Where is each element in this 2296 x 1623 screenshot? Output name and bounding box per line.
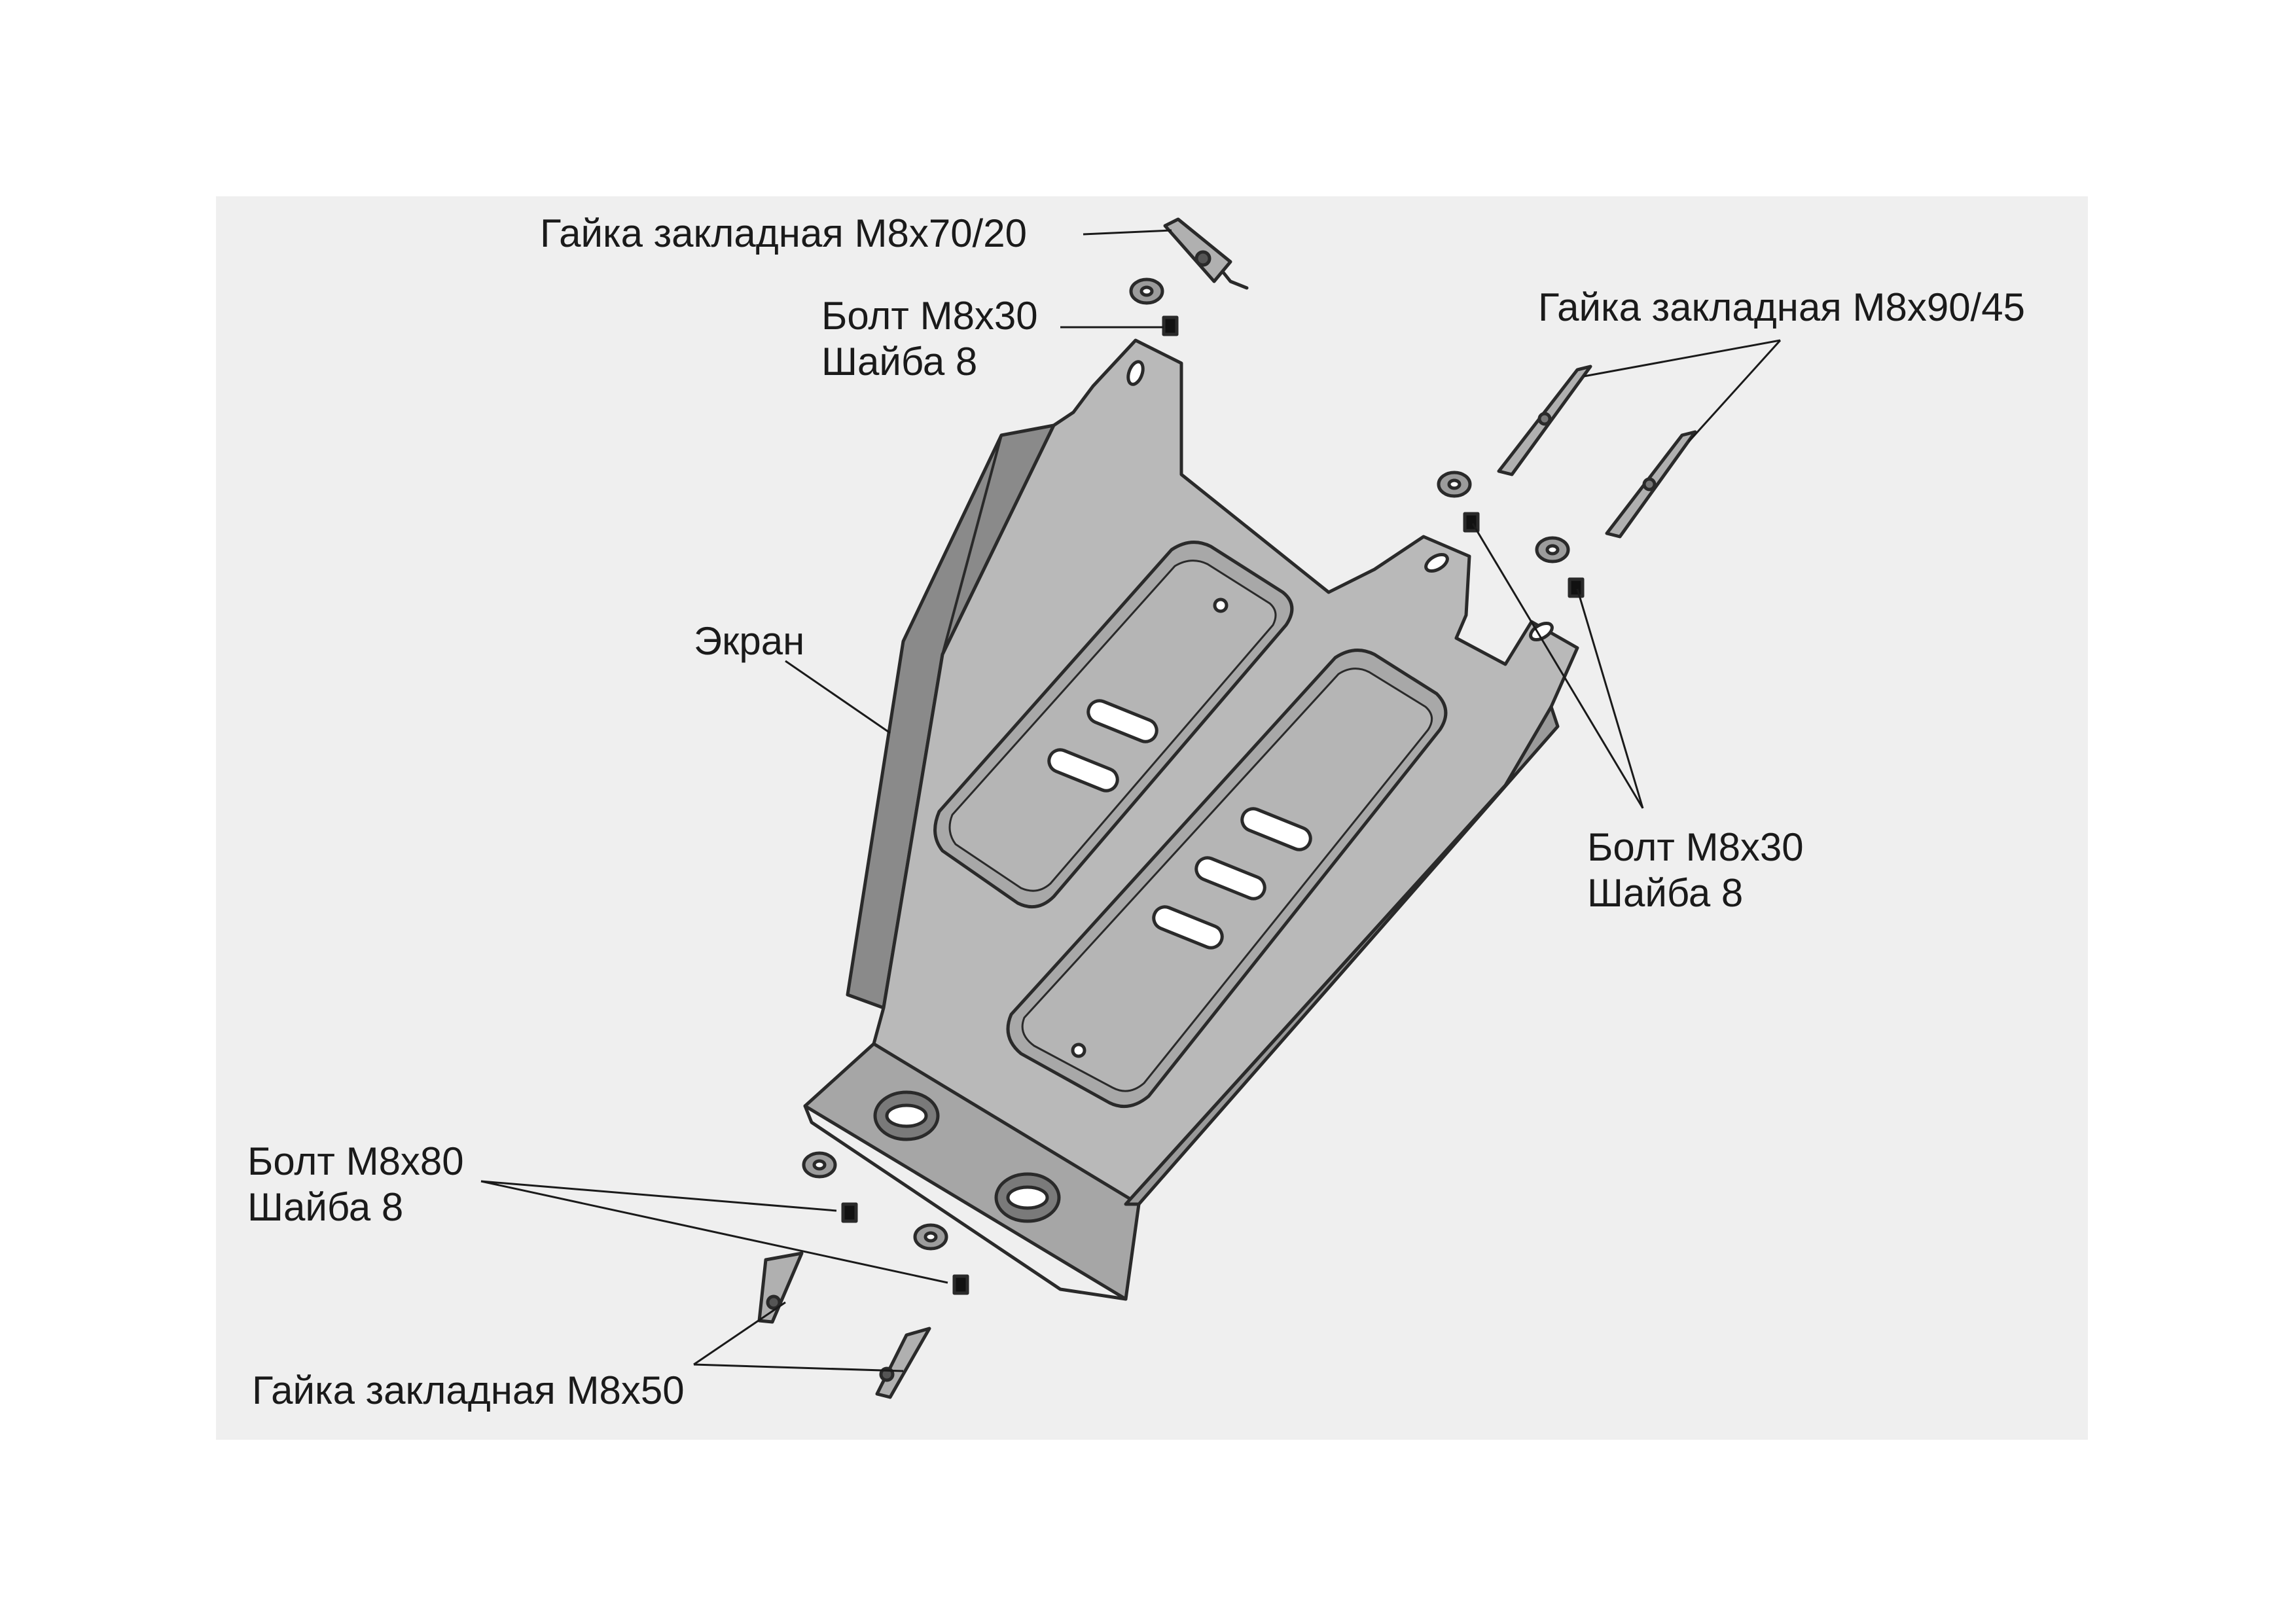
embedded-nut-m8x90-1-bolt [1537,412,1552,426]
label-bolt-line: Болт M8x30 [1587,825,1804,869]
label-washer-line: Шайба 8 [821,340,978,383]
leader-line [1687,339,1782,443]
panel-hole-top [1213,597,1229,613]
label-washer-line: Шайба 8 [247,1185,404,1229]
washer-hole [1139,285,1154,297]
label-nut-m8x50: Гайка закладная M8x50 [252,1368,685,1412]
skid-plate-right-edge [1124,705,1560,1206]
bolt-head [1162,315,1179,336]
skid-plate-front-flange [803,1104,1128,1301]
embedded-nut-m8x70-bolt [1194,250,1211,267]
label-bolt-top-left: Болт M8x30 Шайба 8 [821,293,1038,385]
mount-hole-top-left [1126,360,1145,386]
lip-mount-slot [1006,1185,1049,1210]
panel-hole-bottom [1071,1043,1086,1058]
label-nut-m8x90-45: Гайка закладная M8x90/45 [1538,285,2025,329]
washer-hole [924,1231,938,1243]
leader-line [785,660,891,734]
label-bolt-right: Болт M8x30 Шайба 8 [1587,825,1804,916]
label-washer-line: Шайба 8 [1587,871,1744,915]
vent-slot [1086,699,1158,743]
embedded-nut-m8x50-1-bolt [766,1294,781,1310]
leader-line [693,1301,786,1366]
label-bolt-bottom: Болт M8x80 Шайба 8 [247,1139,464,1230]
embedded-nut-m8x70-tail [1221,270,1249,290]
vent-slot [1194,856,1266,901]
mount-hole-right-1 [1424,553,1449,573]
label-nut-m8x70-20: Гайка закладная M8x70/20 [540,211,1027,255]
bolt-head [952,1274,969,1295]
embedded-nut-m8x90-2-bolt [1642,477,1657,491]
bolt-head [1568,577,1585,598]
leader-line [480,1180,837,1212]
bolt-head [841,1202,858,1223]
mount-hole-right-2 [1529,622,1554,641]
embedded-nut-m8x70 [1163,217,1232,283]
washer-hole [1545,544,1560,556]
vent-slot [1240,807,1312,851]
leader-line [1471,523,1644,809]
label-screen: Экран [694,619,805,663]
screen-side-wall-edge [941,434,1003,656]
vent-slot [1047,748,1119,793]
leader-line [480,1180,948,1284]
washer-hole [812,1159,827,1171]
embedded-nut-m8x50-2 [875,1327,931,1399]
vent-slot [1152,905,1224,950]
leader-line [1576,588,1644,809]
label-bolt-line: Болт M8x80 [247,1139,464,1183]
leader-line [1083,229,1172,236]
leader-line [693,1363,904,1372]
washer-hole [1447,478,1462,490]
embedded-nut-m8x50-1 [757,1251,804,1324]
label-bolt-line: Болт M8x30 [821,294,1038,338]
leader-line [1583,339,1781,378]
lip-mount-slot [885,1103,928,1128]
